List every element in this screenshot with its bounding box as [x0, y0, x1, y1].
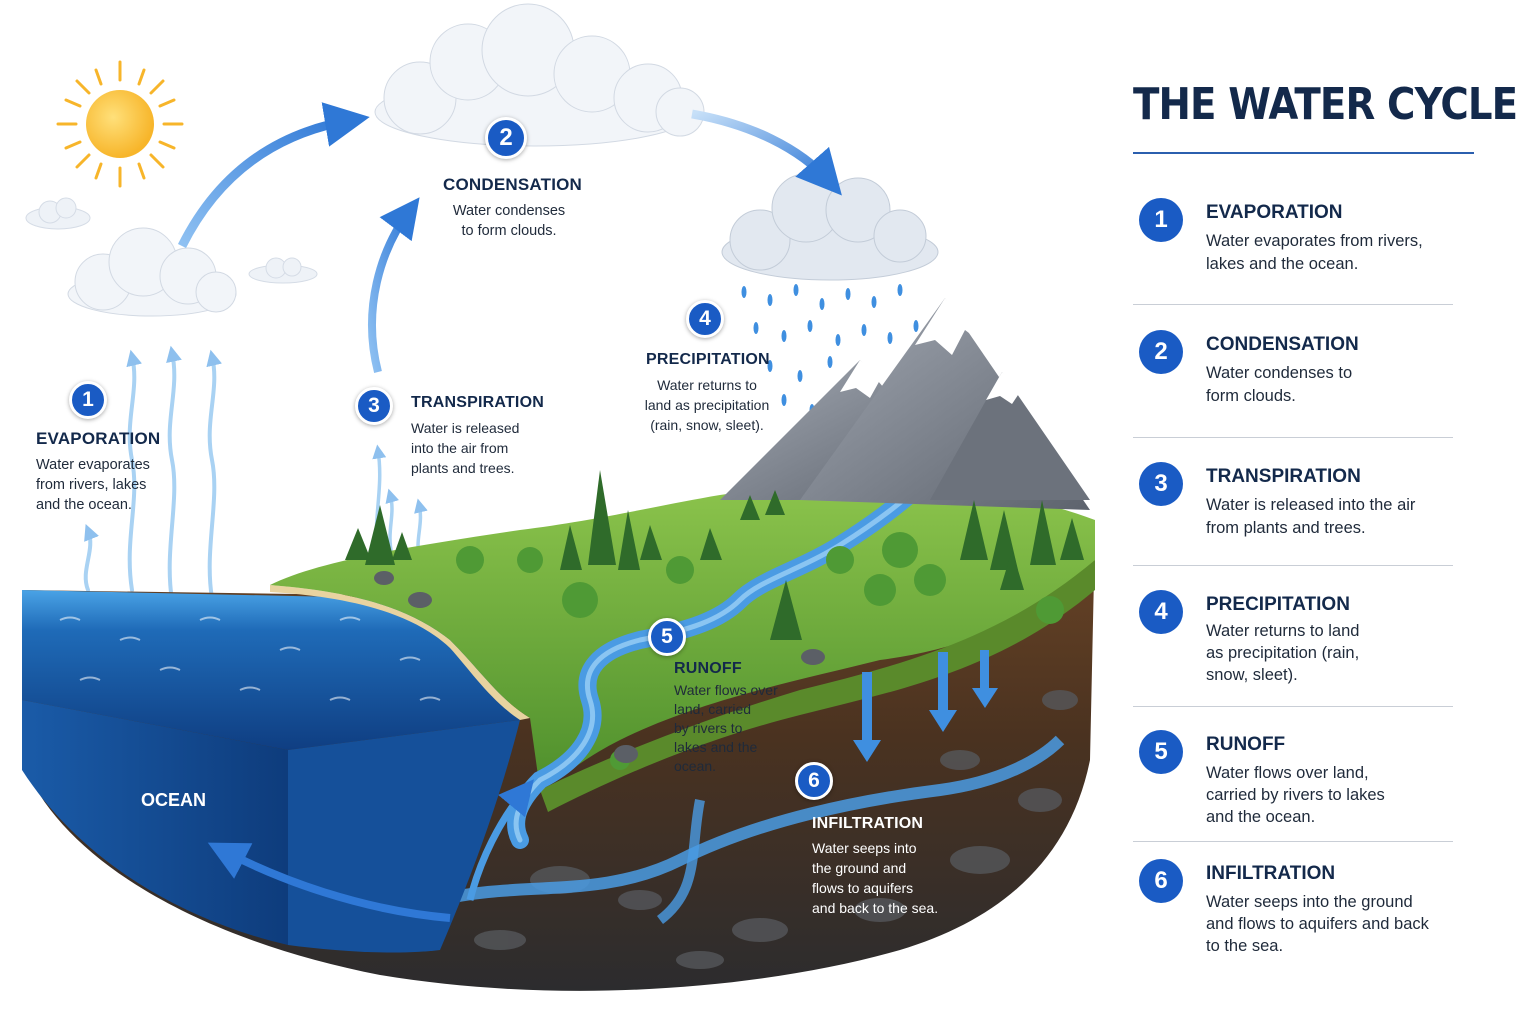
condensation-desc: Water condenses to form clouds. — [452, 203, 566, 239]
small-cloud-left-icon — [25, 197, 91, 230]
legend-divider — [1133, 437, 1453, 438]
legend-divider — [1133, 706, 1453, 707]
page-title: THE WATER CYCLE — [1133, 79, 1518, 130]
legend-desc: Water flows over land, carried by rivers… — [1206, 764, 1385, 826]
transpiration-desc: Water is released into the air from plan… — [411, 420, 520, 476]
infiltration-arrows — [853, 650, 998, 762]
condensation-title: CONDENSATION — [443, 175, 583, 194]
condensation-cloud-icon — [374, 3, 705, 147]
transpiration-badge: 3 — [355, 387, 393, 425]
condensation-badge: 2 — [485, 117, 527, 159]
runoff-badge: 5 — [648, 618, 686, 656]
runoff-desc: Water flows over land, carried by rivers… — [674, 682, 778, 774]
legend-badge: 1 — [1139, 198, 1183, 242]
legend-badge: 3 — [1139, 462, 1183, 506]
condensation-to-precipitation-arrow — [691, 109, 842, 196]
infiltration-badge: 6 — [795, 762, 833, 800]
groundwater-return-arrow — [207, 842, 451, 922]
legend-desc: Water returns to land as precipitation (… — [1206, 622, 1360, 684]
infiltration-title: INFILTRATION — [812, 815, 924, 832]
evaporation-arrows — [83, 345, 222, 602]
mountains — [720, 298, 1090, 510]
legend-badge: 5 — [1139, 730, 1183, 774]
ocean-label: OCEAN — [141, 790, 207, 810]
legend-title: CONDENSATION — [1206, 334, 1359, 355]
legend-badge: 2 — [1139, 330, 1183, 374]
evaporation-badge: 1 — [69, 381, 107, 419]
legend-title: TRANSPIRATION — [1206, 466, 1361, 487]
sun-icon — [56, 60, 184, 188]
transpiration-to-condensation-arrow — [368, 197, 420, 373]
runoff-return-arrow — [466, 779, 534, 901]
legend-desc: Water evaporates from rivers, lakes and … — [1206, 232, 1423, 273]
legend-desc: Water condenses to form clouds. — [1206, 364, 1353, 405]
precipitation-badge: 4 — [686, 300, 724, 338]
legend-panel: THE WATER CYCLE 1 EVAPORATION Water evap… — [1133, 70, 1518, 955]
legend-desc: Water is released into the air from plan… — [1206, 496, 1416, 537]
evaporation-to-condensation-arrow — [177, 102, 370, 249]
runoff-title: RUNOFF — [674, 660, 742, 677]
legend-title: RUNOFF — [1206, 734, 1286, 755]
transpiration-title: TRANSPIRATION — [411, 394, 544, 411]
legend-title: PRECIPITATION — [1206, 594, 1350, 615]
legend-badge: 6 — [1139, 859, 1183, 903]
title-divider — [1133, 152, 1474, 154]
trees — [345, 470, 1084, 770]
legend-divider — [1133, 565, 1453, 566]
legend-divider — [1133, 841, 1453, 842]
legend-title: INFILTRATION — [1206, 863, 1336, 884]
evaporation-cloud-icon — [67, 227, 237, 317]
evaporation-desc: Water evaporates from rivers, lakes and … — [36, 457, 150, 513]
infiltration-desc: Water seeps into the ground and flows to… — [812, 840, 939, 916]
legend-divider — [1133, 304, 1453, 305]
legend-title: EVAPORATION — [1206, 202, 1343, 223]
precipitation-title: PRECIPITATION — [646, 351, 770, 368]
small-cloud-right-icon — [248, 257, 318, 284]
legend-badge: 4 — [1139, 590, 1183, 634]
evaporation-title: EVAPORATION — [36, 429, 161, 448]
legend-desc: Water seeps into the ground and flows to… — [1206, 893, 1429, 955]
precipitation-desc: Water returns to land as precipitation (… — [644, 377, 770, 433]
